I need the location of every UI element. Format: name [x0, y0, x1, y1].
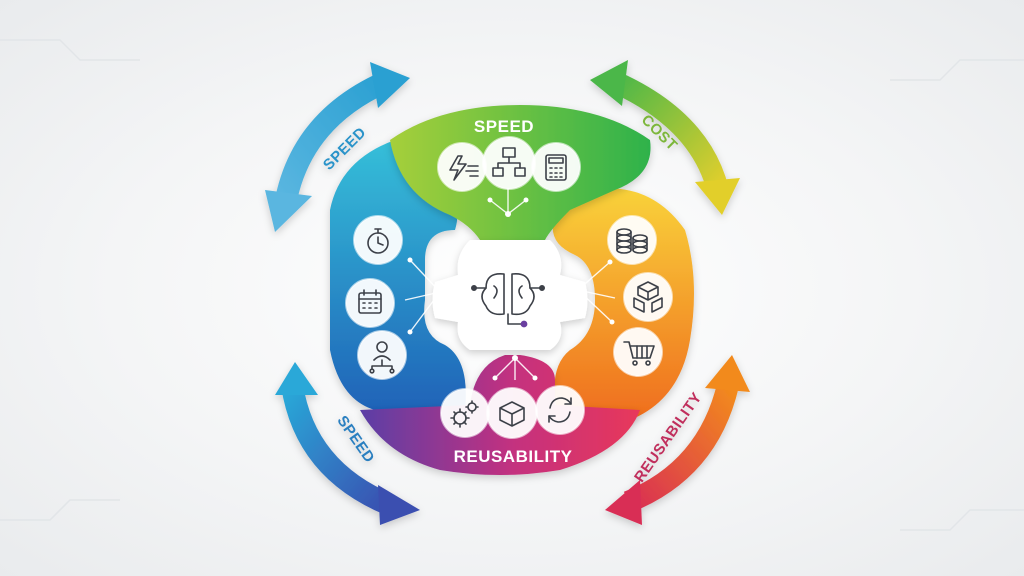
top-icon-3 [531, 142, 581, 192]
user-network-icon [369, 341, 395, 374]
calculator-icon [545, 154, 567, 181]
bottom-icon-2 [486, 387, 538, 439]
gears-icon [450, 400, 479, 428]
refresh-cycle-icon [548, 397, 572, 423]
network-nodes-icon [492, 147, 526, 177]
center-hub [432, 240, 588, 350]
right-connector-lines [575, 259, 616, 325]
bottom-icon-1 [440, 388, 490, 438]
stacked-boxes-icon [633, 281, 663, 313]
top-icon-2 [482, 136, 536, 190]
left-icon-1 [353, 215, 403, 265]
left-icon-2 [345, 278, 395, 328]
top-connector-lines [487, 188, 529, 217]
segment-bottom-title: REUSABILITY [454, 447, 573, 466]
left-icon-3 [357, 330, 407, 380]
box-icon [499, 401, 525, 427]
background-circuit-lines [0, 39, 1024, 531]
bottom-connector-lines [492, 355, 538, 381]
coin-stack-icon [616, 228, 648, 254]
right-icon-1 [607, 215, 657, 265]
right-icon-2 [623, 272, 673, 322]
left-connector-lines [404, 257, 443, 335]
ai-brain-circuit-icon [470, 272, 545, 328]
calendar-icon [358, 289, 382, 314]
bottom-icon-3 [535, 385, 585, 435]
shopping-cart-icon [623, 341, 655, 366]
stopwatch-icon [367, 228, 389, 254]
segment-top-title: SPEED [474, 117, 534, 136]
right-icon-3 [613, 327, 663, 377]
lightning-speed-icon [449, 155, 479, 181]
top-icon-1 [437, 142, 487, 192]
